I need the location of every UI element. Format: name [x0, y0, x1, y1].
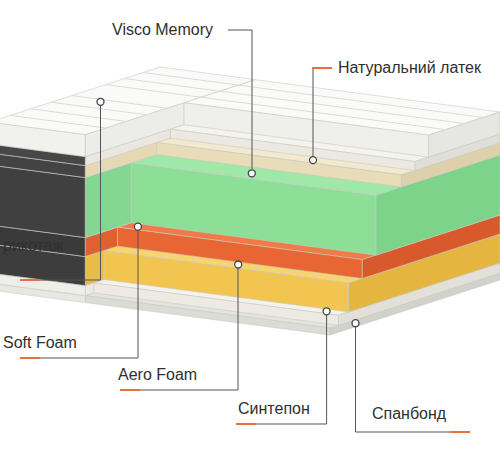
layer-label: Натуральний латек	[338, 59, 481, 77]
layer-label: Синтепон	[238, 400, 310, 418]
layer-label: Aero Foam	[118, 366, 197, 384]
layer-label: Visco Memory	[112, 21, 213, 39]
layer-label: рикотаж	[3, 237, 63, 255]
layer-label: Спанбонд	[372, 405, 446, 423]
layer-label: Soft Foam	[3, 334, 77, 352]
